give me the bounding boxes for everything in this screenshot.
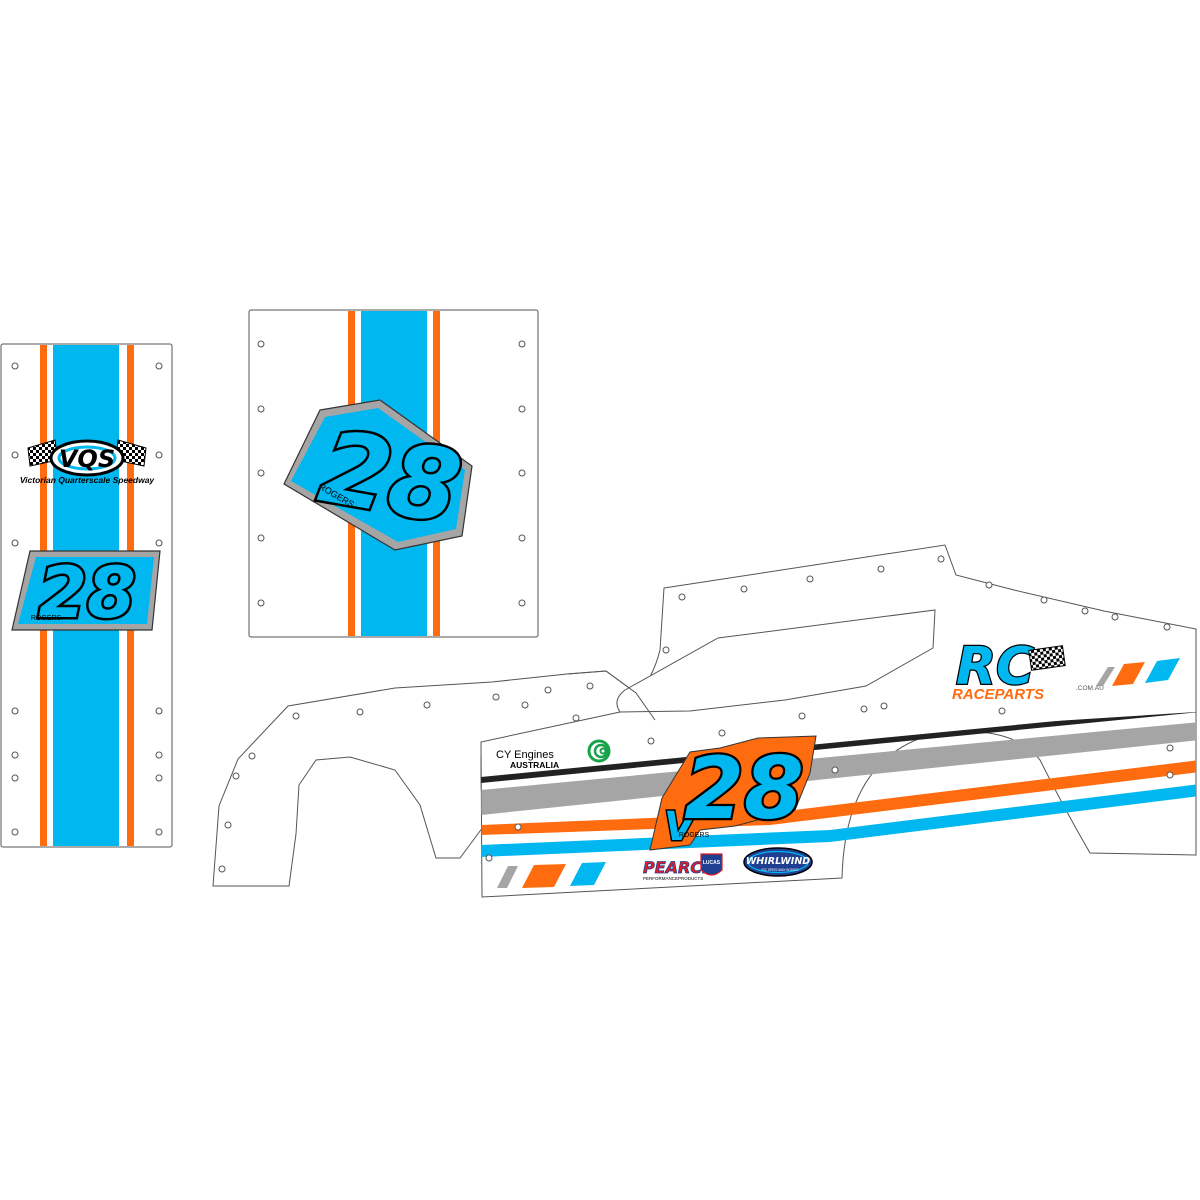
cy-engines-swirl-icon <box>587 739 611 763</box>
rc-logo-race: RACEPARTS <box>952 686 1044 703</box>
side-stripe-black <box>481 712 1196 783</box>
lucas-badge-icon <box>700 853 723 876</box>
cy-engines-line2: AUSTRALIA <box>510 760 559 770</box>
side-body-panel: RC RACEPARTS .COM.AU CY Engines AUSTRALI… <box>212 544 1197 898</box>
cy-engines-logo: CY Engines AUSTRALIA <box>496 739 611 770</box>
hood-mount-holes <box>257 340 526 607</box>
side-window <box>616 609 936 713</box>
whirlwind-logo: WHIRLWIND R/C SPEEDWAY BODIES <box>743 847 813 877</box>
whirlwind-logo-main: WHIRLWIND <box>746 856 810 867</box>
pearce-logo-sub: PERFORMANCEPRODUCTS <box>643 876 703 881</box>
side-mount-holes <box>218 555 1174 873</box>
whirlwind-logo-sub: R/C SPEEDWAY BODIES <box>762 868 799 872</box>
side-driver-name: ROGERS <box>679 832 710 839</box>
rc-raceparts-logo: RC RACEPARTS .COM.AU <box>952 636 1104 703</box>
rear-accent-slashes <box>1096 658 1180 686</box>
roof-panel: VQS Victorian Quarterscale Speedway 28 R… <box>0 343 173 848</box>
front-accent-slashes <box>497 862 606 888</box>
hood-number-plate: 28 ROGERS <box>283 399 473 551</box>
hood-number: 28 <box>312 408 469 547</box>
side-number-prefix: V <box>664 804 698 850</box>
rc-logo-mark: RC <box>956 637 1034 697</box>
cy-engines-line1: CY Engines <box>496 749 554 761</box>
rc-logo-parts-text: PARTS <box>995 686 1044 703</box>
side-stripe-orange <box>481 760 1196 835</box>
rc-checkered-flag-icon <box>1028 645 1066 671</box>
roof-mount-holes <box>11 362 163 836</box>
side-number: 28 <box>684 739 804 839</box>
side-stripe-grey <box>481 722 1196 815</box>
nose-window-line <box>566 670 656 721</box>
pearce-logo-main: PEARCE <box>643 858 713 877</box>
hood-panel: 28 ROGERS <box>248 309 539 638</box>
vqs-logo: VQS Victorian Quarterscale Speedway <box>20 439 156 485</box>
pearce-logo: PEARCE PERFORMANCEPRODUCTS LUCAS <box>643 853 723 881</box>
side-number-plate: V 28 ROGERS <box>649 735 817 852</box>
rc-logo-race-text: RACE <box>952 686 995 703</box>
vqs-logo-name: Victorian Quarterscale Speedway <box>20 475 156 485</box>
vqs-logo-mark: VQS <box>59 445 115 473</box>
lucas-badge-text: LUCAS <box>703 860 721 866</box>
roof-number: 28 <box>38 552 135 634</box>
roof-number-plate: 28 ROGERS <box>11 550 161 637</box>
rc-logo-domain: .COM.AU <box>1076 685 1104 692</box>
roof-driver-name: ROGERS <box>31 615 62 622</box>
